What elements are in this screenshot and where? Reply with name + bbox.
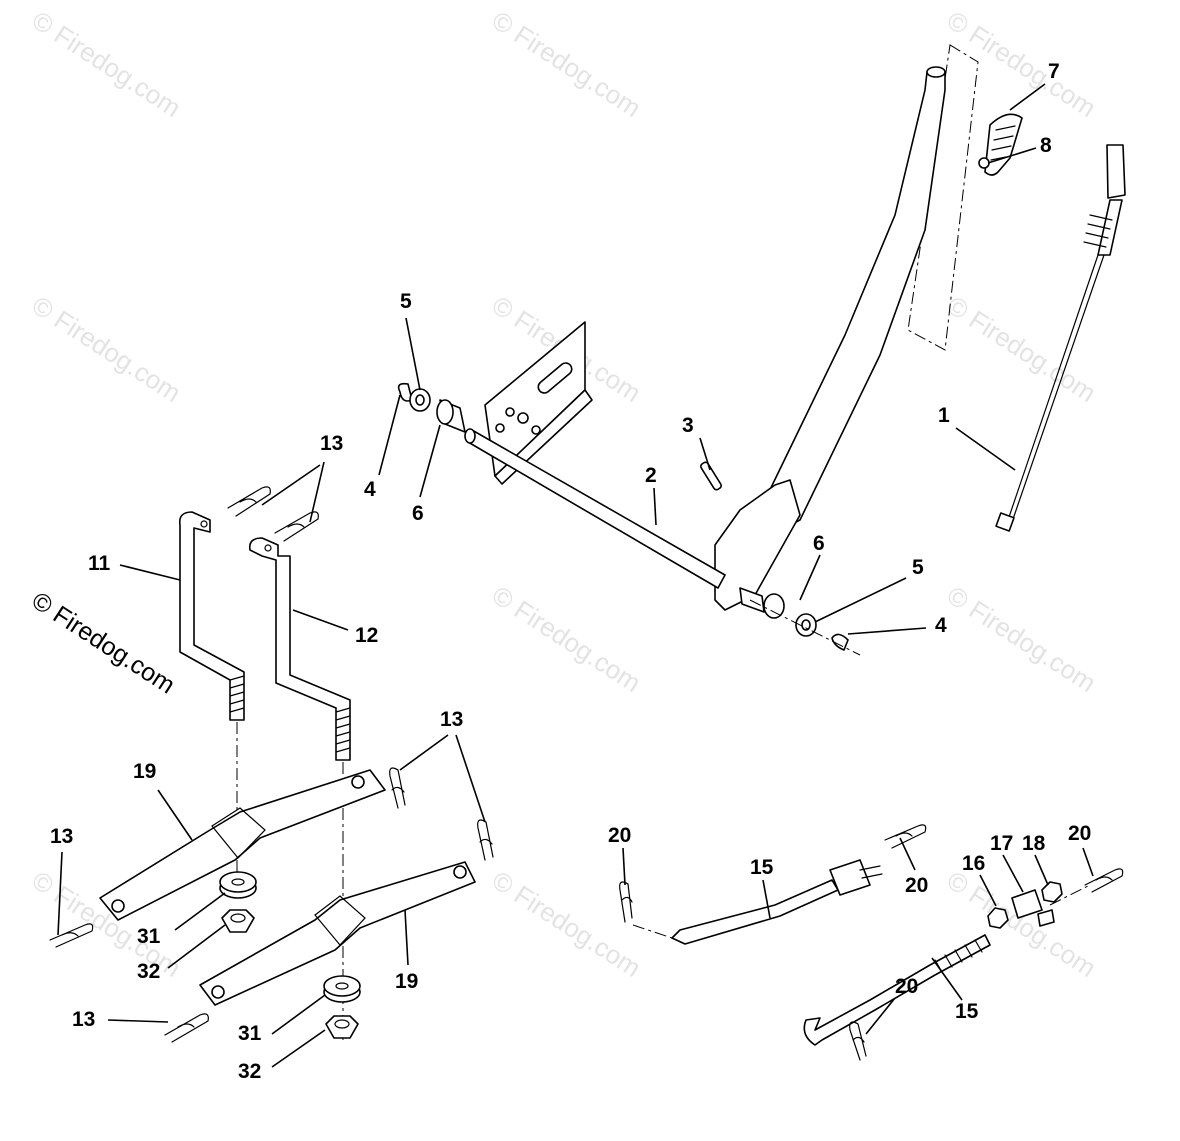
lift-arm-lower [199, 861, 476, 1006]
watermark: © Firedog.com [942, 290, 1102, 408]
callout-15: 15 [750, 856, 774, 879]
callout-5: 5 [912, 556, 924, 579]
callout-4: 4 [935, 614, 947, 637]
callout-labels: 1 2 3 4 4 5 5 6 6 7 8 11 12 13 13 13 13 … [50, 60, 1091, 1083]
callout-6: 6 [412, 502, 424, 525]
callout-13: 13 [320, 432, 343, 455]
right-shaft-hardware [739, 587, 861, 656]
callout-32: 32 [238, 1060, 261, 1083]
lift-link-left [178, 511, 245, 721]
callout-3: 3 [682, 414, 694, 437]
adjustment-rod-upper [671, 859, 883, 945]
hairpin-clips-13 [49, 486, 494, 1043]
callout-18: 18 [1022, 832, 1046, 855]
watermark: © Firedog.com [942, 5, 1102, 123]
callout-20: 20 [905, 874, 928, 897]
bushing-upper [219, 871, 257, 899]
watermark: © Firedog.com [487, 5, 647, 123]
cross-shaft [464, 428, 726, 589]
watermark: © Firedog.com [487, 580, 647, 698]
watermark: © Firedog.com [942, 580, 1102, 698]
watermark: © Firedog.com [27, 290, 187, 408]
lift-cable [995, 144, 1126, 532]
callout-6: 6 [813, 532, 825, 555]
grip-retainer [978, 157, 990, 169]
callout-20: 20 [895, 975, 918, 998]
callout-4: 4 [364, 478, 376, 501]
handle-grip [984, 113, 1023, 176]
callout-31: 31 [238, 1022, 262, 1045]
roll-pin [699, 461, 723, 491]
copyright-text: © Firedog.com [27, 587, 180, 700]
callout-32: 32 [137, 960, 160, 983]
callout-5: 5 [400, 290, 412, 313]
watermark: © Firedog.com [487, 865, 647, 983]
watermark: © Firedog.com [27, 5, 187, 123]
callout-15: 15 [955, 1000, 979, 1023]
callout-13: 13 [50, 825, 73, 848]
callout-8: 8 [1040, 134, 1052, 157]
callout-13: 13 [440, 708, 463, 731]
callout-12: 12 [355, 624, 378, 647]
callout-31: 31 [137, 925, 161, 948]
lift-link-right [248, 537, 351, 761]
nut-upper [221, 909, 255, 933]
watermark: © Firedog.com [942, 865, 1102, 983]
left-shaft-hardware [397, 382, 466, 433]
swivel-hardware [987, 881, 1063, 929]
callout-19: 19 [395, 970, 418, 993]
lift-arm-upper [99, 769, 386, 921]
hairpin-clips-20 [619, 824, 1124, 1061]
callout-19: 19 [133, 760, 156, 783]
callout-2: 2 [645, 464, 657, 487]
callout-20: 20 [1068, 822, 1091, 845]
callout-7: 7 [1048, 60, 1060, 83]
callout-1: 1 [938, 404, 950, 427]
callout-13: 13 [72, 1008, 95, 1031]
callout-16: 16 [962, 852, 985, 875]
leader-lines [57, 83, 1094, 1068]
nut-lower [325, 1015, 359, 1039]
callout-17: 17 [990, 832, 1013, 855]
bushing-lower [323, 975, 361, 1003]
callout-11: 11 [88, 552, 111, 575]
callout-20: 20 [608, 824, 631, 847]
lift-handle [714, 44, 979, 611]
